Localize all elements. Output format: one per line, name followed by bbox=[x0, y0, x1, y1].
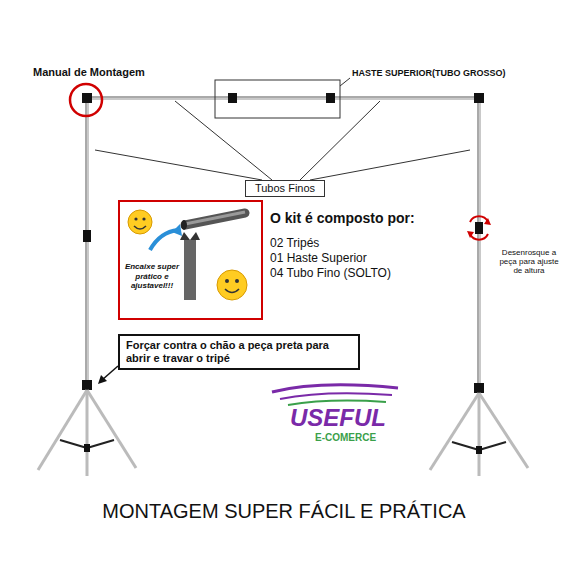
kit-item: 04 Tubo Fino (SOLTO) bbox=[270, 267, 470, 281]
node-text: Forçar contra o chão a peça preta para a… bbox=[126, 339, 352, 365]
kit-item: 02 Tripés bbox=[270, 237, 470, 251]
manual-title: Manual de Montagem bbox=[33, 66, 173, 79]
inset-photo-box: Encaixe super prático e ajustavel!!! bbox=[118, 200, 263, 320]
node-text: Tubos Finos bbox=[249, 182, 321, 195]
note-box: Forçar contra o chão a peça preta para a… bbox=[118, 334, 360, 370]
callout-box: Tubos Finos bbox=[245, 180, 325, 197]
part-name: HASTE SUPERIOR(TUBO GROSSO) bbox=[352, 68, 552, 78]
node-text: Encaixe super prático e ajustavel!!! bbox=[124, 262, 180, 291]
logo-text: USEFUL bbox=[290, 404, 400, 432]
kit-item: 01 Haste Superior bbox=[270, 252, 470, 266]
adjust-note: Desenrosque a peça para ajuste de altura bbox=[494, 248, 564, 276]
caption: MONTAGEM SUPER FÁCIL E PRÁTICA bbox=[10, 500, 558, 523]
kit-heading: O kit é composto por: bbox=[270, 210, 470, 226]
logo-subtext: E-COMERCE bbox=[315, 432, 405, 444]
